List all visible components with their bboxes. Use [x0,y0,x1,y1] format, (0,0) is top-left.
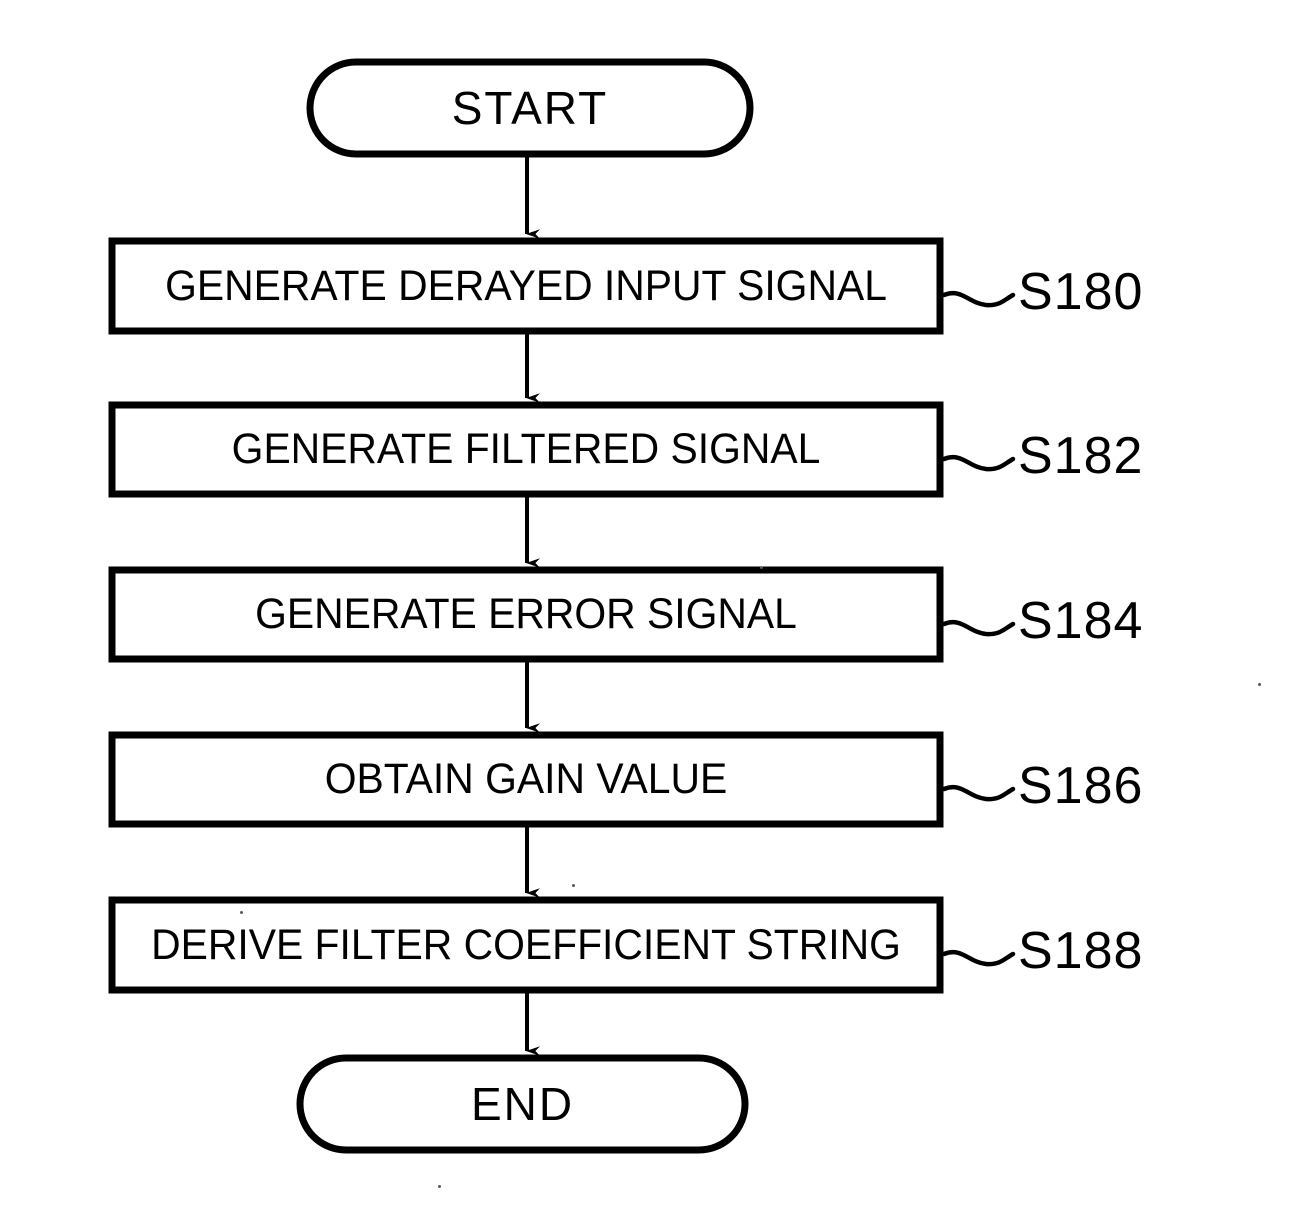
leader-line-s186 [941,785,1016,802]
scan-speck [1258,683,1261,686]
scan-speck [438,1185,441,1188]
scan-speck [572,884,575,887]
step-ref-s188: S188 [1018,922,1144,980]
node-s186-shape [108,731,944,828]
node-start-shape [306,58,754,158]
step-ref-s182: S182 [1018,427,1144,485]
leader-line-s180 [941,291,1016,308]
node-s188-shape [108,896,944,994]
scan-speck [240,911,243,914]
step-ref-s186: S186 [1018,757,1144,815]
scan-speck [760,566,763,569]
node-s182-shape [108,401,944,498]
node-s184-shape [108,566,944,663]
leader-line-s182 [941,455,1016,472]
leader-line-s188 [941,950,1016,967]
node-end-shape [296,1054,749,1154]
step-ref-s180: S180 [1018,263,1144,321]
leader-line-s184 [941,620,1016,637]
step-ref-s184: S184 [1018,592,1144,650]
node-s180-shape [108,237,944,335]
